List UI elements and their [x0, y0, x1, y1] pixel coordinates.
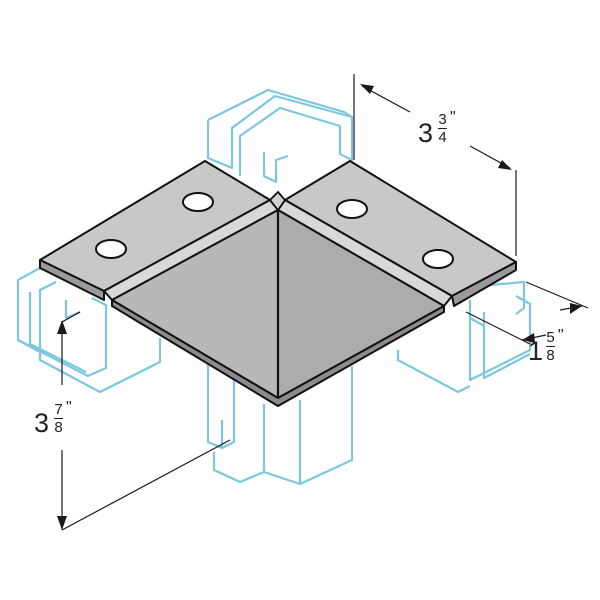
- dimension-numerator: 3: [438, 111, 447, 128]
- bottom-vertical-channel: [206, 362, 354, 486]
- bolt-hole: [336, 199, 368, 219]
- dimension-unit: ": [450, 109, 456, 126]
- dimension-numerator: 5: [546, 329, 555, 346]
- dimension-denominator: 8: [54, 419, 63, 436]
- dimension-denominator: 4: [438, 129, 447, 146]
- dimension-line-left: [57, 311, 231, 531]
- dimension-label-top: 3 3 4 ": [418, 109, 478, 152]
- back-vertical-channel: [206, 88, 354, 184]
- dimension-denominator: 8: [546, 347, 555, 364]
- dimension-unit: ": [66, 399, 72, 416]
- dimension-line-top: [353, 74, 517, 256]
- bolt-hole: [182, 192, 214, 212]
- dimension-numerator: 7: [54, 401, 63, 418]
- right-horizontal-channel: [396, 280, 532, 394]
- dimension-unit: ": [558, 327, 564, 344]
- dimension-whole: 1: [528, 336, 544, 366]
- dimension-label-right: 1 5 8 ": [528, 327, 588, 370]
- dimension-label-left: 3 7 8 ": [34, 399, 94, 442]
- bolt-hole: [95, 239, 127, 259]
- dimension-line-right: [465, 281, 589, 345]
- bolt-hole: [422, 249, 454, 269]
- left-horizontal-channel: [16, 267, 162, 394]
- dimension-whole: 3: [34, 408, 50, 438]
- dimension-whole: 3: [418, 118, 434, 148]
- gusset-bracket: [39, 160, 517, 407]
